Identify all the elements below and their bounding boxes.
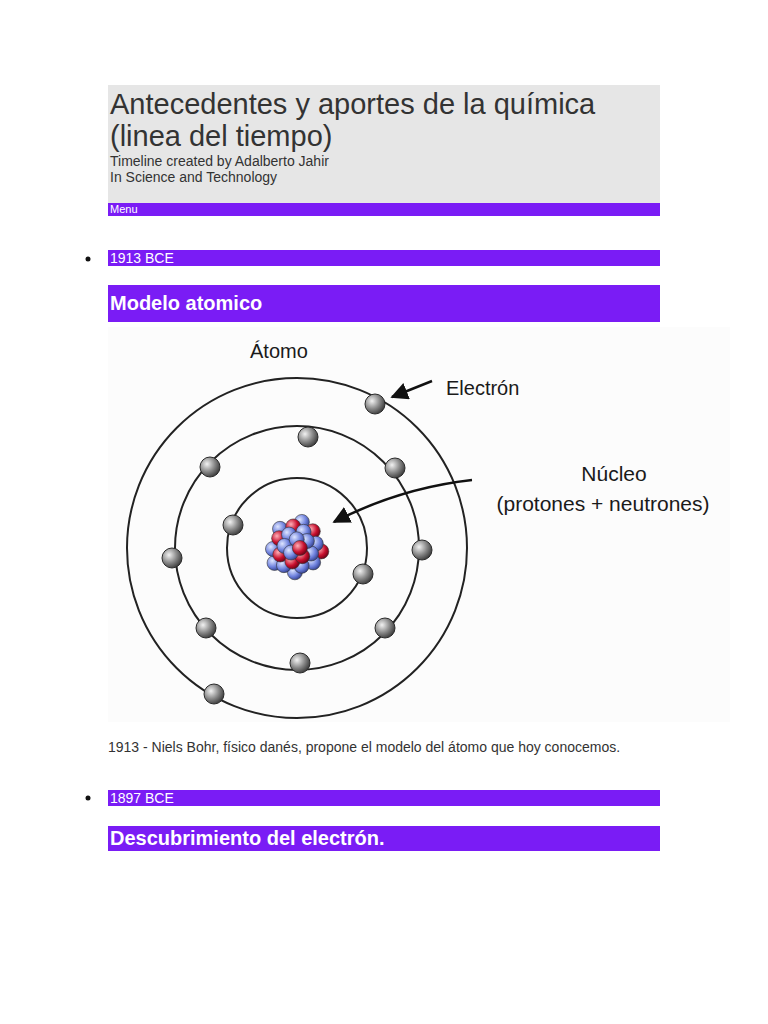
header-box: Antecedentes y aportes de la química (li…	[108, 85, 660, 203]
part-label: Electrón	[446, 376, 556, 401]
bullet	[86, 257, 91, 262]
event-title-band: Modelo atomico	[108, 285, 660, 322]
leader-line	[392, 381, 432, 397]
band-text: 1897 BCE	[110, 790, 660, 806]
figure-title: Átomo	[250, 339, 340, 364]
band-text: 1913 BCE	[110, 250, 660, 266]
image-ground	[108, 327, 730, 722]
part-label: (protones + neutrones)	[470, 491, 736, 517]
band-text: Menu	[110, 203, 660, 216]
nucleon	[292, 541, 307, 556]
band-text: Descubrimiento del electrón.	[110, 826, 660, 851]
band-text: Modelo atomico	[110, 285, 660, 322]
menu-band: Menu	[108, 203, 660, 216]
electrons	[162, 394, 432, 704]
caption-text: 1913 - Niels Bohr, físico danés, propone…	[108, 739, 660, 756]
orbits	[127, 378, 467, 718]
leader-line	[334, 480, 472, 522]
event-title-band: Descubrimiento del electrón.	[108, 826, 660, 851]
part-label: Núcleo	[556, 461, 672, 487]
date-band: 1913 BCE	[108, 250, 660, 266]
subtitle-line: Timeline created by Adalberto Jahir	[110, 153, 656, 169]
nucleus	[265, 514, 328, 579]
subtitle-line: In Science and Technology	[110, 169, 656, 185]
bullet	[86, 796, 91, 801]
date-band: 1897 BCE	[108, 790, 660, 806]
page-title: Antecedentes y aportes de la química (li…	[110, 88, 656, 152]
